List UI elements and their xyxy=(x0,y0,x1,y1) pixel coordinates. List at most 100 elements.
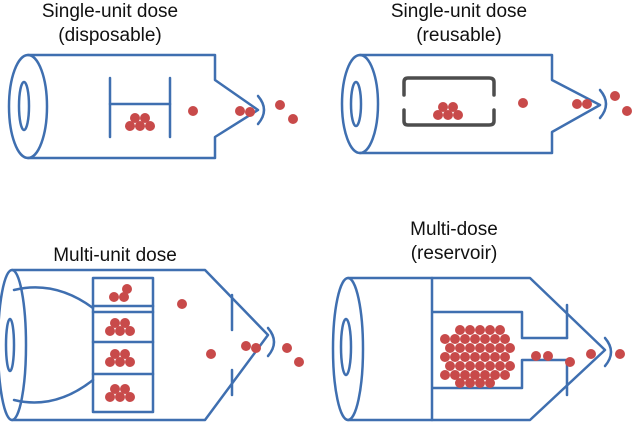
particle xyxy=(450,370,460,380)
device-multi-dose xyxy=(331,276,613,422)
particle xyxy=(120,318,130,328)
label-line: Multi-unit dose xyxy=(53,245,177,266)
particle xyxy=(480,334,490,344)
particle xyxy=(475,378,485,388)
particle xyxy=(125,121,135,131)
particle xyxy=(105,326,115,336)
mouthpiece-outer xyxy=(331,276,365,422)
particle xyxy=(445,343,455,353)
particle xyxy=(445,361,455,371)
particle xyxy=(122,284,132,294)
particle xyxy=(110,349,120,359)
label-multi-unit-dose: Multi-unit dose xyxy=(0,244,230,268)
label-multi-dose-reservoir: Multi-dose (reservoir) xyxy=(334,218,574,266)
particle xyxy=(440,334,450,344)
particle xyxy=(610,91,620,101)
particle xyxy=(572,99,582,109)
particle xyxy=(480,352,490,362)
particle xyxy=(120,384,130,394)
mouthpiece-inner xyxy=(17,80,31,132)
particle xyxy=(251,343,261,353)
particle xyxy=(586,349,596,359)
particle xyxy=(500,334,510,344)
particle xyxy=(433,110,443,120)
device-single-disposable xyxy=(7,53,266,160)
particle xyxy=(495,325,505,335)
particle xyxy=(465,378,475,388)
particle xyxy=(110,318,120,328)
particle xyxy=(455,378,465,388)
particle xyxy=(115,357,125,367)
particle xyxy=(490,334,500,344)
particle xyxy=(188,106,198,116)
particle xyxy=(206,349,216,359)
particle xyxy=(105,392,115,402)
particle xyxy=(450,334,460,344)
inner-curve-bottom xyxy=(12,378,95,404)
particle xyxy=(500,370,510,380)
nozzle-notch xyxy=(256,94,266,126)
particle xyxy=(495,361,505,371)
particle xyxy=(241,341,251,351)
particle xyxy=(460,370,470,380)
mouthpiece-inner xyxy=(4,317,16,373)
particle xyxy=(490,352,500,362)
particle xyxy=(500,352,510,362)
particle xyxy=(245,107,255,117)
particles-single-disposable xyxy=(125,100,298,131)
label-line: (disposable) xyxy=(58,25,162,46)
mouthpiece-inner xyxy=(339,317,353,377)
particle xyxy=(615,349,625,359)
particle xyxy=(119,292,129,302)
particle xyxy=(460,334,470,344)
particle xyxy=(235,106,245,116)
nozzle-notch xyxy=(603,336,613,368)
particle xyxy=(125,392,135,402)
particle xyxy=(470,352,480,362)
particle xyxy=(470,370,480,380)
particles-multi-unit xyxy=(105,284,304,402)
particle xyxy=(470,334,480,344)
device-body xyxy=(10,268,270,422)
particle xyxy=(480,370,490,380)
particle xyxy=(115,392,125,402)
particle xyxy=(130,113,140,123)
device-body xyxy=(26,53,260,160)
label-line: Single-unit dose xyxy=(41,1,179,22)
particle xyxy=(465,325,475,335)
particle xyxy=(443,110,453,120)
particle xyxy=(110,384,120,394)
label-single-unit-disposable: Single-unit dose (disposable) xyxy=(0,0,220,48)
particle xyxy=(105,357,115,367)
label-line: (reservoir) xyxy=(410,243,498,264)
label-line: Multi-dose xyxy=(410,219,498,240)
label-single-unit-reusable: Single-unit dose (reusable) xyxy=(336,0,582,48)
particle xyxy=(450,352,460,362)
particle xyxy=(475,343,485,353)
particle xyxy=(460,352,470,362)
capsule-holder xyxy=(402,76,496,127)
reservoir xyxy=(430,276,569,422)
particle xyxy=(485,343,495,353)
particle xyxy=(440,352,450,362)
particle xyxy=(275,100,285,110)
label-line: (reusable) xyxy=(416,25,502,46)
particle xyxy=(120,349,130,359)
particle xyxy=(455,361,465,371)
particle xyxy=(109,292,119,302)
nozzle-notch xyxy=(266,326,276,358)
particles-multi-dose-stream xyxy=(531,349,625,367)
particle xyxy=(531,351,541,361)
particle xyxy=(282,343,292,353)
device-single-reusable xyxy=(340,53,608,155)
particle xyxy=(135,121,145,131)
inner-curve-top xyxy=(12,286,95,310)
particle xyxy=(465,361,475,371)
particle xyxy=(518,98,528,108)
particle xyxy=(485,378,495,388)
mouthpiece-outer xyxy=(7,53,49,160)
mouthpiece-outer xyxy=(340,53,380,155)
mouthpiece-outer xyxy=(0,268,28,422)
particle xyxy=(438,102,448,112)
